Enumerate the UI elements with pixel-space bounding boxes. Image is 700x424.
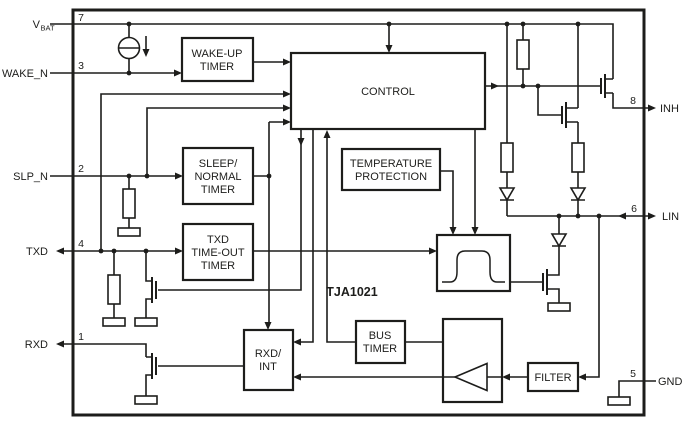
- inh-wire: [612, 93, 649, 109]
- block-label: TIMER: [201, 184, 235, 196]
- ground-icon: [117, 227, 141, 237]
- components: [102, 36, 631, 406]
- block-label: CONTROL: [361, 86, 415, 98]
- ground-icon: [134, 317, 158, 327]
- pin-number-gnd: 5: [630, 368, 636, 380]
- resistor-icon: [571, 142, 585, 173]
- block-wake-up-timer: [180, 36, 255, 83]
- slpn-to-control-wire: [146, 107, 285, 176]
- ground-icon: [607, 396, 631, 406]
- pin-label-inh: INH: [660, 103, 679, 115]
- diode-icon: [569, 187, 587, 202]
- resistor-icon: [122, 188, 136, 219]
- current-source-icon: [117, 36, 141, 60]
- block-label: TIMER: [363, 343, 397, 355]
- block-label: FILTER: [534, 372, 571, 384]
- diode-icon: [550, 233, 568, 248]
- block-label: WAKE-UP: [192, 48, 243, 60]
- block-sleep-normal-timer: [181, 146, 255, 206]
- mosfet-d-gate-wire: [537, 86, 562, 116]
- block-label: PROTECTION: [355, 171, 427, 183]
- blocks: [180, 36, 580, 404]
- lin-to-filter-wire: [584, 216, 600, 378]
- ground-icon: [134, 395, 158, 405]
- rxd-wire: [58, 343, 147, 357]
- pin-number-rxd: 1: [78, 331, 84, 343]
- bustimer-to-control-wire: [326, 136, 356, 343]
- ground-icon: [102, 317, 126, 327]
- txd-mosfet-icon: [151, 277, 157, 303]
- block-temperature-protection: [340, 147, 442, 192]
- pin-label-lin: LIN: [662, 211, 679, 223]
- chip-name-label: TJA1021: [326, 285, 377, 299]
- block-label: NORMAL: [194, 171, 241, 183]
- block-txd-timeout-timer: [181, 222, 255, 282]
- txd-mosfet-gate-wire: [158, 130, 302, 291]
- block-bus-timer: [354, 319, 407, 365]
- wave-shaper-block: [435, 233, 512, 293]
- txd-mosfet-drain-source-wire: [145, 251, 152, 318]
- pin-number-vbat: 7: [78, 12, 84, 24]
- gnd-wire: [618, 380, 656, 397]
- labels: V BAT WAKE_N SLP_N TXD RXD INH LIN GND 7…: [2, 12, 683, 388]
- lin-pullup-mosfet-icon: [561, 102, 578, 128]
- rxd-mosfet-icon: [151, 353, 157, 379]
- pin-label-vbat: V: [33, 19, 41, 31]
- block-control: [289, 51, 487, 131]
- resistor-icon: [516, 39, 530, 70]
- receiver-block: [441, 317, 504, 404]
- inh-mosfet-icon: [600, 74, 613, 98]
- pin-label-gnd: GND: [658, 376, 683, 388]
- block-label: BUS: [369, 330, 392, 342]
- pin-label-slp-n: SLP_N: [13, 171, 48, 183]
- ground-icon: [547, 302, 571, 312]
- chip-border: [71, 8, 646, 417]
- arrowheads: [56, 45, 656, 381]
- pin-number-slp-n: 2: [78, 163, 84, 175]
- block-label: TXD: [207, 234, 229, 246]
- block-label: SLEEP/: [199, 158, 238, 170]
- block-rxd-int: [242, 328, 295, 392]
- pin-number-inh: 8: [630, 95, 636, 107]
- block-label: TIME-OUT: [191, 247, 244, 259]
- block-label: RXD/: [255, 348, 282, 360]
- lin-driver-wire: [547, 216, 560, 303]
- pulse-shape-icon: [442, 250, 505, 283]
- block-label: TEMPERATURE: [350, 158, 432, 170]
- pin-number-lin: 6: [631, 203, 637, 215]
- pin-number-wake-n: 3: [78, 60, 84, 72]
- pin-label-rxd: RXD: [25, 339, 48, 351]
- receiver-amplifier-icon: [452, 362, 488, 392]
- block-label: TIMER: [200, 61, 234, 73]
- lin-driver-mosfet-icon: [542, 269, 548, 295]
- resistor-icon: [107, 274, 121, 305]
- block-label: TIMER: [201, 260, 235, 272]
- control-to-rxdint-wire: [299, 130, 314, 343]
- block-label: INT: [259, 361, 277, 373]
- pin-label-txd: TXD: [26, 246, 48, 258]
- tempprotect-out-wire: [440, 170, 454, 229]
- vbat-rail-wire: [50, 23, 614, 79]
- txd-to-control-wire: [100, 93, 285, 251]
- diode-icon: [498, 187, 516, 202]
- sleeptimer-out-wire: [253, 121, 285, 324]
- resistor-icon: [500, 142, 514, 173]
- pin-number-txd: 4: [78, 238, 84, 250]
- junction-dots: [98, 21, 602, 254]
- pin-label-wake-n: WAKE_N: [2, 68, 48, 80]
- pin-label-vbat-subscript: BAT: [41, 24, 55, 33]
